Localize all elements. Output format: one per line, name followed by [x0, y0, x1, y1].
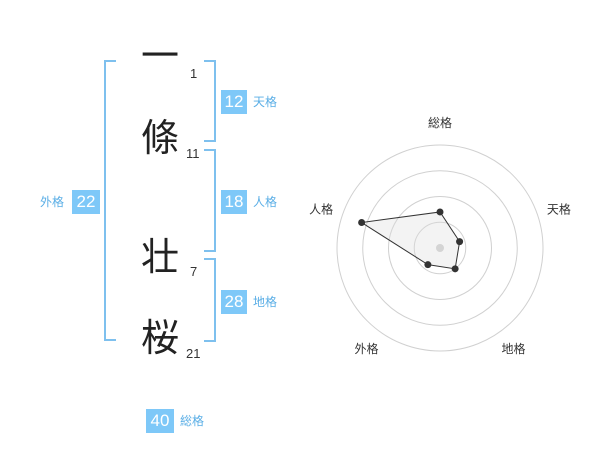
tenkaku-value: 12: [221, 90, 247, 114]
name-char-1: 一: [141, 34, 180, 78]
name-char-4: 桜: [141, 316, 180, 360]
stroke-count-4: 21: [186, 346, 201, 361]
jinkaku-bracket: [204, 149, 216, 252]
radar-grid-ring: [388, 196, 492, 300]
radar-axis-label: 地格: [501, 341, 525, 356]
radar-axis-label: 外格: [355, 341, 379, 356]
radar-data-point: [358, 219, 366, 227]
jinkaku-value: 18: [221, 190, 247, 214]
radar-center-dot: [436, 244, 444, 252]
radar-grid-ring: [413, 221, 467, 275]
chikaku-label: 地格: [253, 295, 278, 309]
stroke-count-1: 1: [190, 66, 198, 81]
radar-axis-label: 総格: [428, 115, 452, 130]
radar-data-point: [451, 265, 459, 273]
name-char-3: 壮: [141, 235, 180, 279]
soukaku-label: 総格: [180, 414, 205, 428]
chikaku-value: 28: [221, 290, 247, 314]
stroke-count-3: 7: [190, 264, 198, 279]
gaikaku-label: 外格: [40, 195, 65, 209]
jinkaku-label: 人格: [253, 195, 278, 209]
gaikaku-value: 22: [72, 190, 100, 214]
gaikaku-bracket: [104, 60, 116, 341]
radar-data-point: [424, 261, 432, 269]
radar-axis-label: 人格: [309, 201, 333, 216]
radar-grid-ring: [336, 144, 544, 352]
tenkaku-bracket: [204, 60, 216, 142]
radar-grid-ring: [362, 170, 518, 326]
radar-axis-label: 天格: [547, 201, 571, 216]
radar-data-point: [436, 208, 444, 216]
name-char-2: 條: [141, 116, 180, 160]
radar-series-polygon: [360, 211, 461, 270]
soukaku-value: 40: [146, 409, 174, 433]
chikaku-bracket: [204, 258, 216, 342]
stroke-count-2: 11: [186, 146, 200, 161]
radar-data-point: [456, 238, 464, 246]
tenkaku-label: 天格: [253, 95, 278, 109]
